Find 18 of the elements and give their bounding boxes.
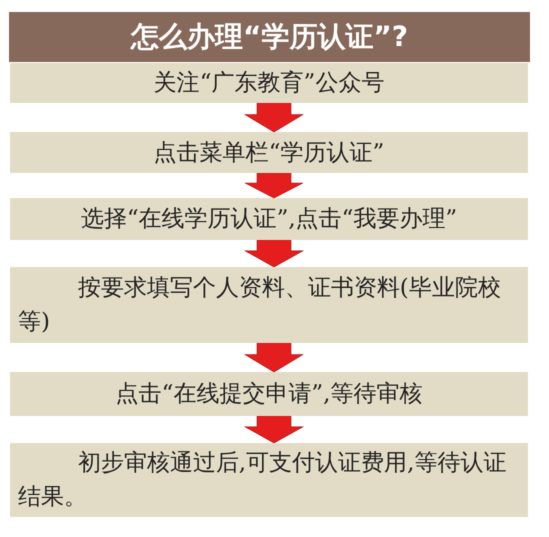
step-box xyxy=(10,372,528,416)
step-box xyxy=(10,132,528,173)
down-arrow xyxy=(244,172,304,198)
step-text: 点击菜单栏“学历认证” xyxy=(152,138,386,168)
step-box xyxy=(10,267,528,343)
step-text: 初步审核通过后,可支付认证费用,等待认证结果。 xyxy=(17,449,508,512)
down-arrow xyxy=(244,342,304,372)
step-box xyxy=(10,198,528,240)
down-arrow xyxy=(244,416,304,444)
down-arrow xyxy=(244,102,304,132)
down-arrow xyxy=(244,240,304,268)
step-text: 按要求填写个人资料、证书资料(毕业院校等) xyxy=(17,274,502,337)
title-banner: 怎么办理“学历认证”? xyxy=(9,12,530,62)
step-text: 选择“在线学历认证”,点击“我要办理” xyxy=(80,205,458,234)
step-text: 点击“在线提交申请”,等待审核 xyxy=(114,380,424,409)
step-box xyxy=(10,443,528,517)
step-text: 关注“广东教育”公众号 xyxy=(152,69,386,98)
step-box xyxy=(10,63,528,103)
